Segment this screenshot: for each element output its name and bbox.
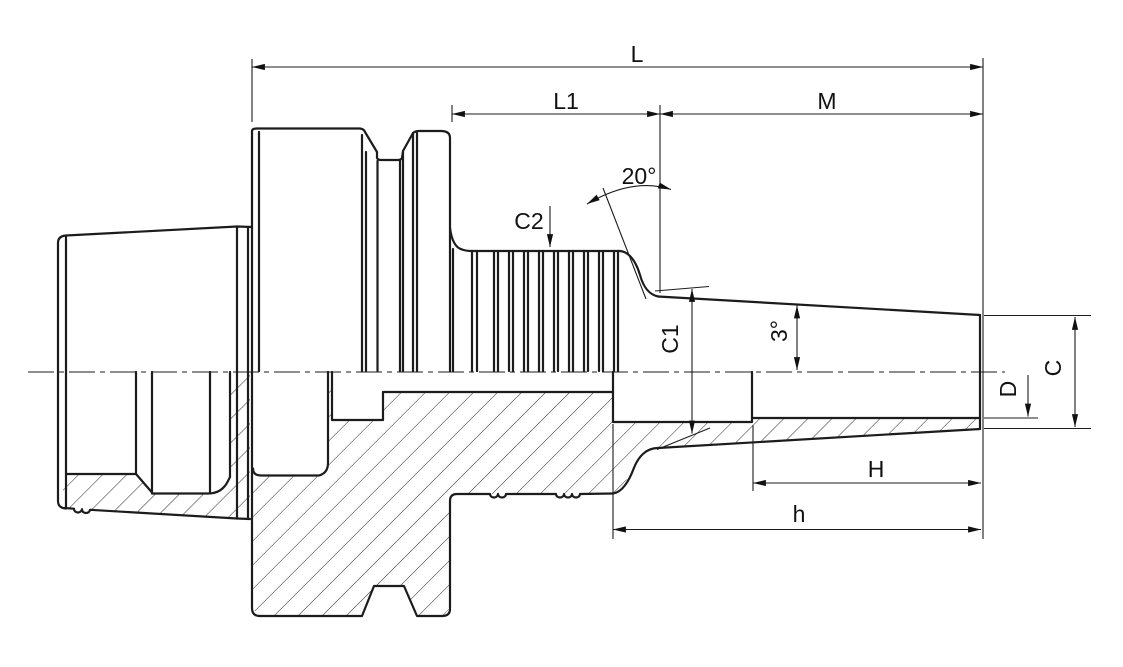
collar-top-profile	[250, 127, 452, 230]
dimension-D	[984, 375, 1038, 419]
shank-left-face	[56, 241, 68, 510]
label-clamping-depth: H	[868, 456, 885, 482]
taper-bottom-edge	[656, 427, 982, 450]
hatch-flange-body	[252, 372, 613, 616]
taper-top-edge	[656, 295, 982, 317]
part-outline	[56, 127, 982, 618]
dimensions	[251, 58, 1091, 539]
label-body-diameter: C2	[514, 208, 543, 234]
label-body-length: L1	[553, 88, 579, 114]
label-bore-diameter: D	[995, 381, 1021, 398]
bore-contour	[611, 370, 982, 424]
section-hatching	[62, 372, 980, 616]
collar-fillet	[448, 226, 474, 253]
shank-bottom-edge	[62, 506, 252, 521]
dimension-C	[984, 314, 1091, 430]
label-nose-length: h	[793, 501, 806, 527]
label-tip-diameter: C	[1040, 360, 1066, 377]
neck-curve-top	[618, 249, 660, 298]
dimension-C1	[654, 285, 711, 451]
hatch-nose-wall	[613, 418, 980, 494]
label-overall-length: L	[631, 41, 644, 67]
flange-recess-contour	[251, 370, 330, 477]
dimension-h	[612, 424, 982, 539]
flange-bottom-profile	[258, 584, 452, 618]
angle-arc	[586, 182, 672, 205]
ext-line-C1-top	[654, 285, 710, 292]
label-taper-large-diameter: C1	[657, 324, 683, 353]
label-taper-angle: 3°	[766, 320, 792, 342]
dimension-labels: L L1 M 20° C2 C1 3° D C H h	[514, 41, 1066, 527]
angle-reference-line	[602, 187, 647, 300]
cooling-grooves	[470, 249, 620, 373]
neck-curve-bottom	[611, 446, 660, 495]
dimension-L1	[451, 105, 661, 293]
pocket-contour	[330, 370, 615, 422]
dimension-L	[251, 58, 984, 539]
flange-front-face	[250, 129, 262, 618]
shank-top-edge	[56, 225, 254, 245]
dimension-20deg	[586, 182, 672, 300]
label-taper-length: M	[817, 88, 836, 114]
dimension-H	[752, 425, 982, 491]
hatch-shank-wall	[62, 372, 250, 519]
body-bottom-edge	[448, 492, 615, 610]
ext-line-C1-bottom	[656, 427, 711, 451]
label-neck-angle: 20°	[622, 163, 657, 189]
